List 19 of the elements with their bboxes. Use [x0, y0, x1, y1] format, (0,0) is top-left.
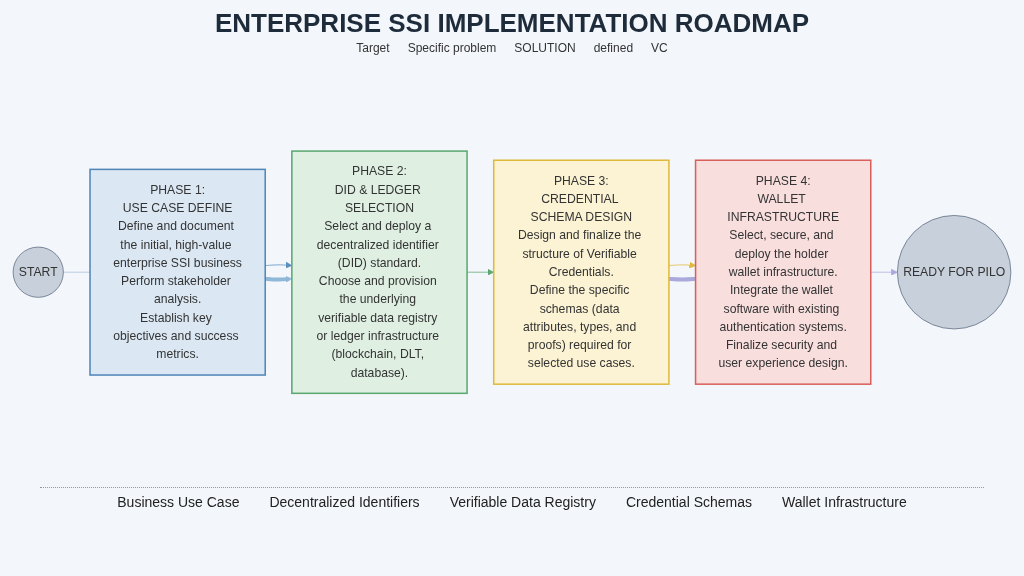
node-circle: START	[12, 246, 64, 298]
legend-entry: Decentralized Identifiers	[269, 494, 420, 510]
node-box: PHASE 3: CREDENTIAL SCHEMA DESIGN Design and finalize the structure of Verifiable Credentials. Define the specific schemas (data attributes, types, and proofs) required for selected use cases.	[492, 159, 670, 385]
diagram-title: ENTERPRISE SSI IMPLEMENTATION ROADMAP	[213, 8, 811, 39]
illustration-label: defined	[593, 41, 634, 55]
node-box: PHASE 2: DID & LEDGER SELECTION Select and deploy a decentralized identifier (DID) standard. Choose and provision the underlying verifiable data registry or ledger infrastructure (blockchain, DLT, database).	[291, 150, 468, 394]
connector	[668, 276, 696, 282]
illustration-label: Specific problem	[407, 41, 497, 55]
legend-entry: Verifiable Data Registry	[449, 494, 596, 510]
illustration-label: VC	[651, 41, 668, 55]
illustration-label: Target	[356, 41, 390, 55]
node-circle: READY FOR PILO	[897, 214, 1012, 330]
node-box: PHASE 1: USE CASE DEFINE Define and document the initial, high-value enterprise SSI business Perform stakeholder analysis. Establish key objectives and success metrics.	[89, 168, 266, 376]
illustration-label: SOLUTION	[514, 41, 576, 55]
legend-entry: Credential Schemas	[625, 494, 752, 510]
legend-entry: Wallet Infrastructure	[782, 494, 907, 510]
node-box: PHASE 4: WALLET INFRASTRUCTURE Select, secure, and deploy the holder wallet infrastructure. Integrate the wallet software with existing authentication systems. Finalize security and user experience design.	[694, 159, 872, 385]
legend-entry: Business Use Case	[117, 494, 240, 510]
connector	[63, 271, 91, 273]
